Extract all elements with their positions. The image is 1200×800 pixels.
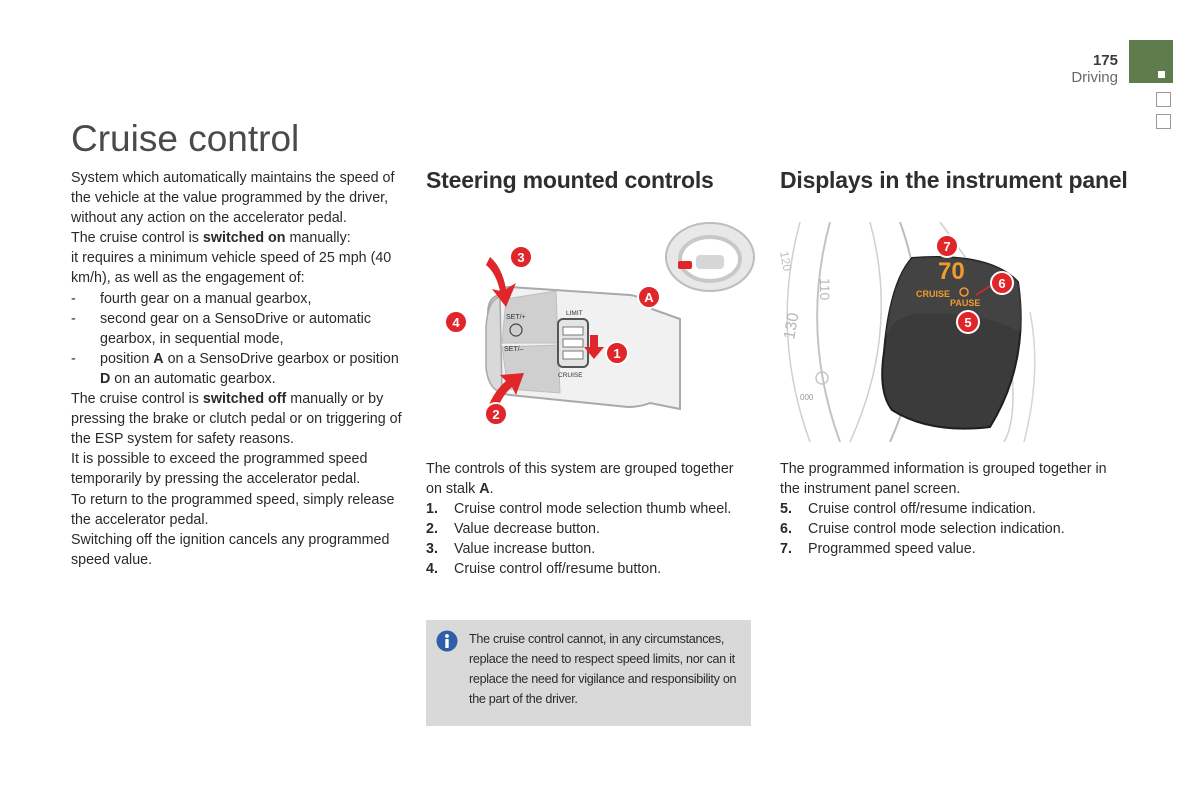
tab-indicator-dot — [1158, 71, 1165, 78]
callout-a: A — [637, 285, 661, 309]
svg-text:7: 7 — [943, 239, 950, 254]
dial-label: 120 — [780, 250, 794, 272]
steering-description: The controls of this system are grouped … — [426, 459, 746, 580]
svg-text:2: 2 — [492, 407, 499, 422]
callout-2: 2 — [484, 402, 508, 426]
set-minus-label: SET/– — [504, 346, 524, 353]
display-intro: The programmed information is grouped to… — [780, 461, 1107, 498]
svg-text:A: A — [644, 290, 654, 305]
callout-5: 5 — [956, 310, 980, 334]
list-item: -second gear on a SensoDrive or automati… — [71, 310, 371, 347]
display-description: The programmed information is grouped to… — [780, 459, 1120, 559]
display-indications-list: 5.Cruise control off/resume indication. … — [780, 499, 1120, 559]
steering-stalk-illustration: SET/+ SET/– LIMIT CRUISE 3 A 4 1 2 — [444, 222, 755, 426]
intro-paragraph: The cruise control is switched off manua… — [71, 391, 402, 448]
steering-wheel-thumbnail — [665, 222, 755, 292]
safety-note-box: The cruise control cannot, in any circum… — [426, 620, 751, 726]
pause-indicator: PAUSE — [950, 298, 980, 308]
programmed-speed-value: 70 — [938, 258, 965, 285]
svg-text:1: 1 — [613, 346, 620, 361]
intro-paragraph: System which automatically maintains the… — [71, 170, 395, 227]
svg-text:4: 4 — [452, 315, 460, 330]
list-item: 4.Cruise control off/resume button. — [426, 561, 662, 578]
list-item: 2.Value decrease button. — [426, 521, 600, 538]
set-plus-label: SET/+ — [506, 314, 526, 321]
page-number: 175 — [1092, 52, 1118, 69]
section-name: Driving — [1071, 69, 1118, 86]
callout-3: 3 — [509, 245, 533, 269]
cruise-label: CRUISE — [558, 372, 583, 379]
steering-heading: Steering mounted controls — [426, 167, 714, 193]
list-item: 7.Programmed speed value. — [780, 541, 976, 558]
intro-paragraph: it requires a minimum vehicle speed of 2… — [71, 250, 392, 287]
dial-label: 110 — [817, 278, 833, 301]
odometer-label: 000 — [800, 393, 814, 402]
list-item: -position A on a SensoDrive gearbox or p… — [71, 350, 399, 387]
intro-paragraph: It is possible to exceed the programmed … — [71, 451, 368, 488]
intro-paragraph: The cruise control is switched on manual… — [71, 230, 351, 247]
stalk-highlight — [678, 261, 692, 269]
display-heading: Displays in the instrument panel — [780, 167, 1128, 193]
section-tab-box — [1156, 114, 1171, 129]
intro-paragraph: To return to the programmed speed, simpl… — [71, 491, 395, 528]
list-item: 6.Cruise control mode selection indicati… — [780, 521, 1065, 538]
limit-label: LIMIT — [566, 310, 583, 317]
list-item: 1.Cruise control mode selection thumb wh… — [426, 501, 732, 518]
steering-intro: The controls of this system are grouped … — [426, 461, 734, 498]
info-icon — [436, 630, 458, 652]
list-item: 3.Value increase button. — [426, 541, 596, 558]
svg-text:3: 3 — [517, 250, 524, 265]
instrument-panel-illustration: 130 110 120 000 70 CRUISE PAUSE 7 6 5 — [780, 222, 1040, 442]
steering-controls-list: 1.Cruise control mode selection thumb wh… — [426, 499, 746, 579]
callout-6: 6 — [990, 271, 1014, 295]
svg-text:5: 5 — [964, 315, 971, 330]
safety-note-text: The cruise control cannot, in any circum… — [469, 632, 737, 707]
speedometer-icon — [959, 287, 969, 297]
callout-7: 7 — [935, 234, 959, 258]
section-tab-active — [1129, 40, 1173, 83]
thumbwheel-arrow-icon — [584, 335, 604, 359]
list-item: 5.Cruise control off/resume indication. — [780, 501, 1036, 518]
intro-text: System which automatically maintains the… — [71, 168, 406, 570]
intro-paragraph: Switching off the ignition cancels any p… — [71, 531, 390, 568]
callout-1: 1 — [605, 341, 629, 365]
cruise-indicator: CRUISE — [916, 289, 950, 299]
svg-text:6: 6 — [998, 276, 1005, 291]
increase-arrow-icon — [486, 257, 516, 307]
gear-list: -fourth gear on a manual gearbox, -secon… — [71, 289, 406, 389]
list-item: -fourth gear on a manual gearbox, — [71, 290, 312, 307]
page-title: Cruise control — [71, 118, 300, 159]
callout-4: 4 — [444, 310, 468, 334]
section-tab-box — [1156, 92, 1171, 107]
dial-label: 130 — [781, 311, 802, 340]
